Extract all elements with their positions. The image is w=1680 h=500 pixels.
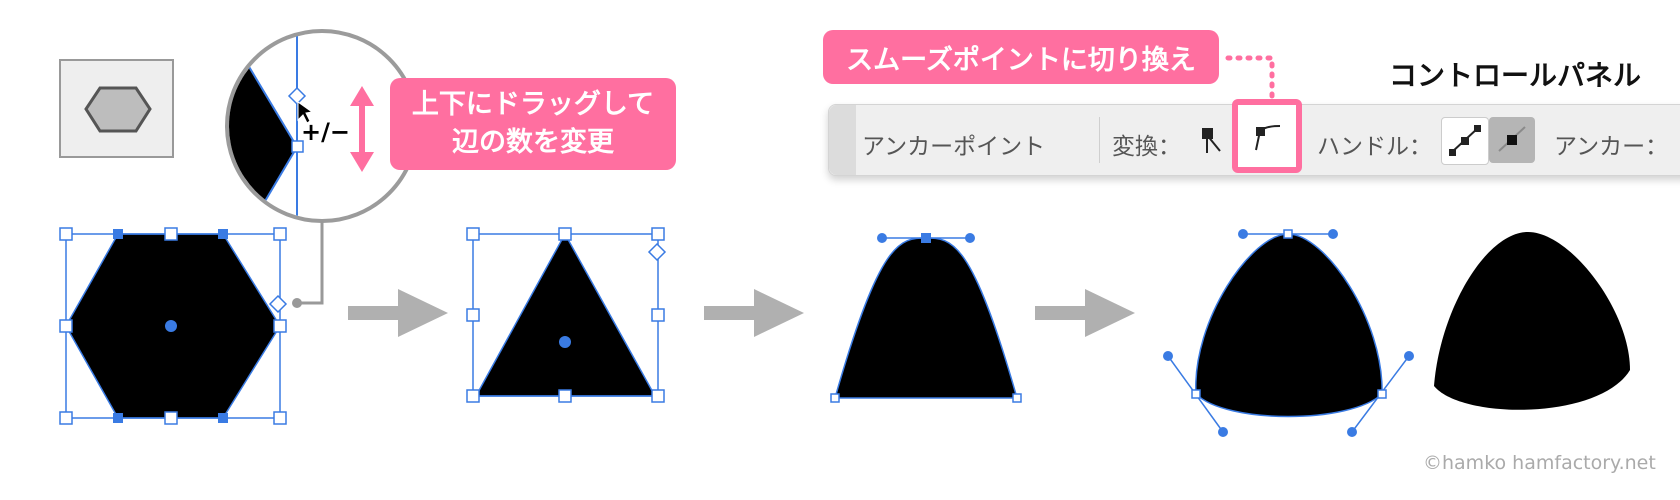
anchor-point-label: アンカーポイント bbox=[862, 134, 1046, 160]
smoothed-top-shape[interactable] bbox=[830, 233, 1022, 403]
corner-point-icon bbox=[1202, 128, 1221, 153]
convert-label: 変換： bbox=[1112, 134, 1181, 160]
sides-widget-diamond[interactable] bbox=[287, 86, 307, 106]
drag-instruction-line1: 上下にドラッグして bbox=[411, 89, 655, 120]
convert-to-corner-button[interactable] bbox=[1190, 117, 1236, 163]
hide-handles-icon bbox=[1498, 126, 1526, 152]
smooth-point-icon bbox=[1255, 125, 1281, 151]
drag-instruction-line2: 辺の数を変更 bbox=[452, 127, 614, 158]
cursor-arrow-icon bbox=[297, 101, 314, 124]
show-handles-button[interactable] bbox=[1441, 117, 1489, 165]
up-down-arrow-icon bbox=[350, 86, 374, 172]
hide-handles-button[interactable] bbox=[1489, 117, 1535, 163]
triangle-shape[interactable] bbox=[466, 227, 667, 403]
magnifier bbox=[225, 29, 419, 308]
step-arrow-1 bbox=[348, 289, 448, 337]
convert-to-smooth-button[interactable] bbox=[1232, 99, 1302, 173]
anchor-label: アンカー： bbox=[1554, 134, 1669, 160]
rounded-triangle-shape[interactable] bbox=[1163, 229, 1414, 437]
final-rounded-shape bbox=[1434, 232, 1630, 410]
sides-symbol: +/− bbox=[301, 118, 350, 146]
control-panel-title: コントロールパネル bbox=[1389, 59, 1642, 92]
smooth-point-callout: スムーズポイントに切り換え bbox=[823, 30, 1219, 84]
control-panel: アンカーポイント 変換： ハンドル： アンカー： bbox=[828, 99, 1680, 176]
callout-connector bbox=[1225, 55, 1275, 99]
polygon-tool-button[interactable] bbox=[59, 59, 174, 158]
smooth-point-callout-text: スムーズポイントに切り換え bbox=[846, 44, 1196, 76]
hexagon-icon bbox=[84, 86, 152, 133]
hexagon-shape[interactable] bbox=[59, 227, 288, 425]
step-arrow-3 bbox=[1035, 289, 1135, 337]
handle-label: ハンドル： bbox=[1317, 134, 1432, 160]
copyright: ©hamko hamfactory.net bbox=[1423, 452, 1656, 474]
drag-instruction-callout: 上下にドラッグして 辺の数を変更 bbox=[390, 78, 676, 170]
show-handles-icon bbox=[1449, 125, 1481, 156]
step-arrow-2 bbox=[704, 289, 804, 337]
panel-grip[interactable] bbox=[829, 105, 856, 175]
